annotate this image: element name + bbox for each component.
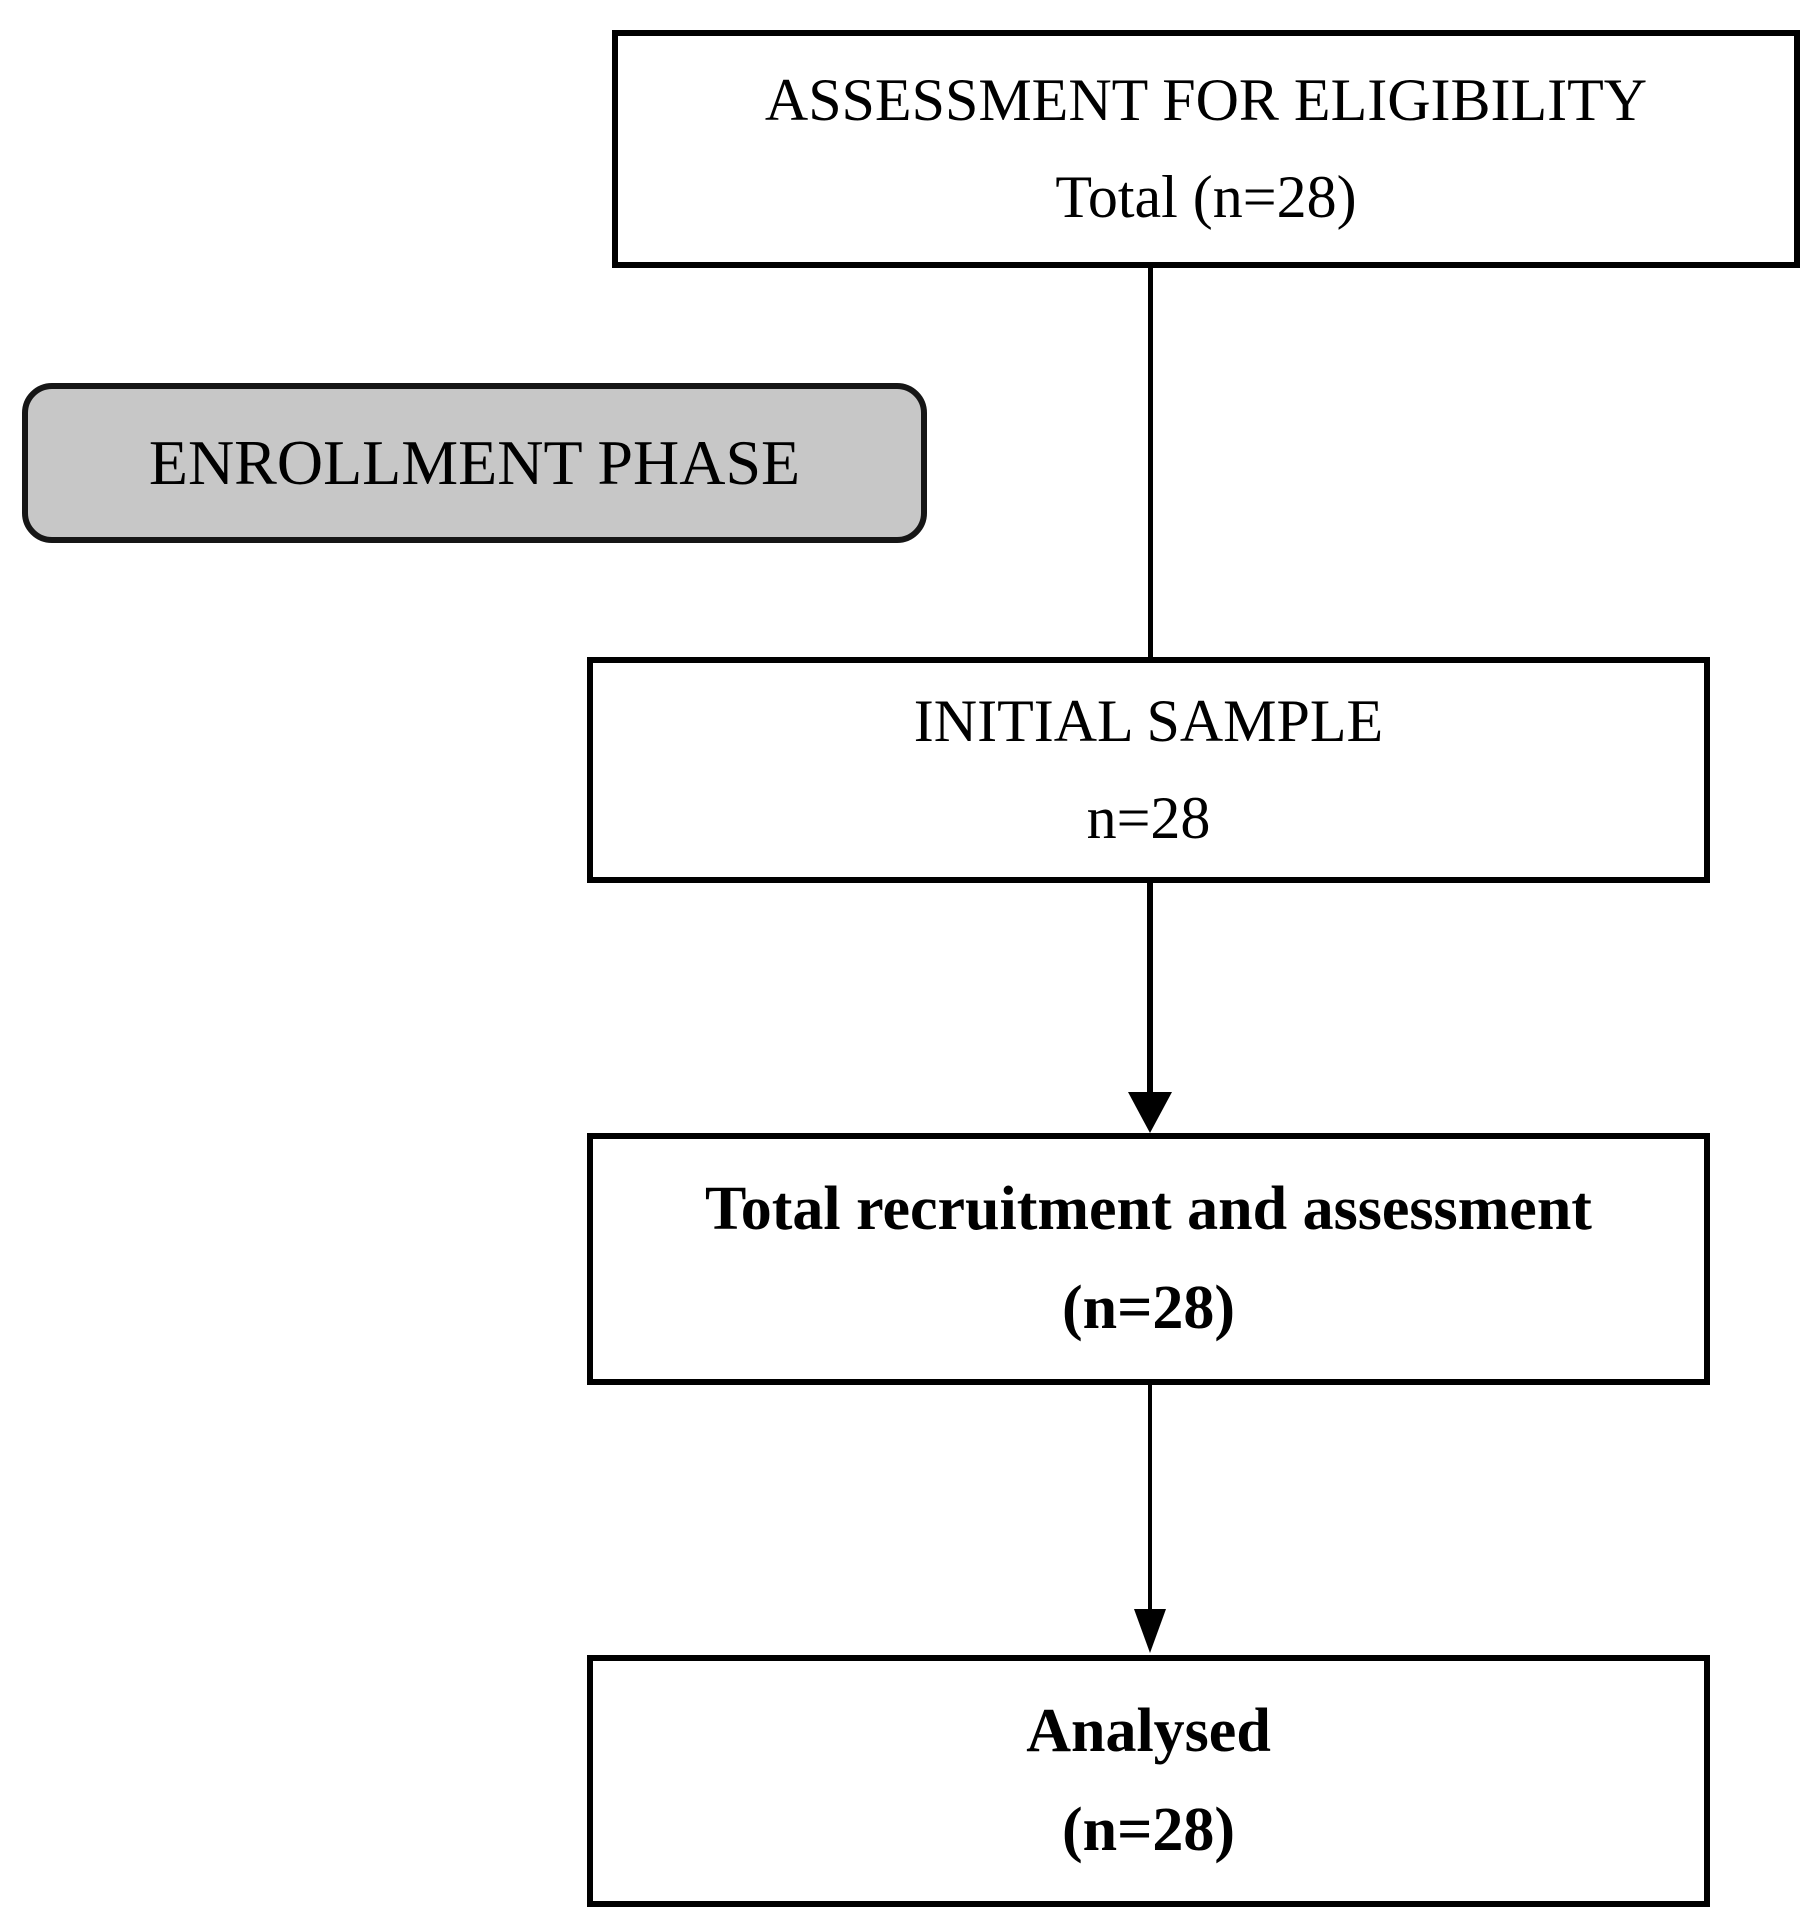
enrollment-phase-label: ENROLLMENT PHASE (148, 427, 801, 498)
connector-initial-to-recruitment (1147, 883, 1153, 1095)
eligibility-box: ASSESSMENT FOR ELIGIBILITY Total (n=28) (612, 30, 1800, 268)
analysed-title: Analysed (1026, 1696, 1271, 1765)
arrow-down-icon (1134, 1609, 1166, 1653)
recruitment-box: Total recruitment and assessment (n=28) (587, 1133, 1710, 1385)
enrollment-phase-box: ENROLLMENT PHASE (22, 383, 927, 543)
initial-sample-title: INITIAL SAMPLE (913, 688, 1384, 754)
connector-recruitment-to-analysed (1148, 1385, 1152, 1613)
analysed-count: (n=28) (1061, 1796, 1236, 1864)
eligibility-title: ASSESSMENT FOR ELIGIBILITY (764, 67, 1648, 133)
eligibility-count: Total (n=28) (1055, 164, 1357, 230)
connector-eligibility-to-initial (1148, 268, 1153, 659)
recruitment-count: (n=28) (1061, 1274, 1236, 1342)
analysed-box: Analysed (n=28) (587, 1655, 1710, 1907)
initial-sample-box: INITIAL SAMPLE n=28 (587, 657, 1710, 883)
recruitment-title: Total recruitment and assessment (705, 1174, 1592, 1243)
initial-sample-count: n=28 (1086, 785, 1211, 851)
arrow-down-icon (1128, 1092, 1172, 1133)
